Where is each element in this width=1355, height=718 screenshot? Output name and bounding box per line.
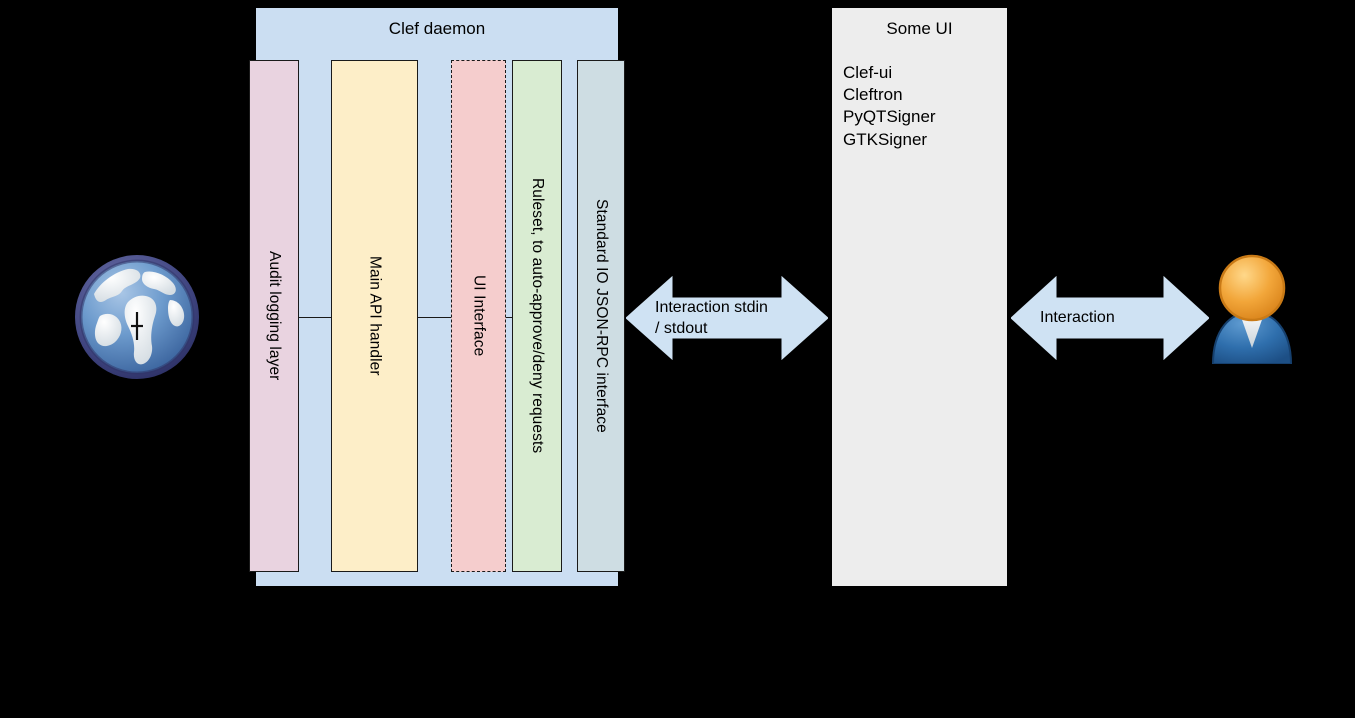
stdio-arrow bbox=[626, 276, 828, 360]
stdio-arrow-label: Interaction stdin / stdout bbox=[655, 299, 768, 337]
user-arrow-label: Interaction bbox=[1040, 309, 1115, 326]
column-main-api-handler[interactable]: Main API handler bbox=[331, 60, 418, 572]
column-label: UI Interface bbox=[470, 275, 488, 357]
connector-audit-api bbox=[298, 317, 332, 318]
column-label: Ruleset, to auto-approve/deny requests bbox=[529, 178, 546, 454]
some-ui-container bbox=[832, 8, 1007, 586]
list-item: Cleftron bbox=[843, 85, 903, 105]
user-arrow bbox=[1011, 276, 1209, 360]
list-item: PyQTSigner bbox=[843, 107, 936, 127]
column-label: Standard IO JSON-RPC interface bbox=[593, 199, 610, 433]
globe-icon bbox=[70, 250, 204, 384]
list-item: GTKSigner bbox=[843, 129, 928, 149]
column-audit-logging-layer[interactable]: Audit logging layer bbox=[249, 60, 299, 572]
user-icon bbox=[1203, 252, 1301, 364]
column-label: Main API handler bbox=[366, 256, 384, 376]
some-ui-title: Some UI bbox=[886, 19, 953, 38]
column-label: Audit logging layer bbox=[266, 251, 283, 381]
some-ui-list: Clef-ui Cleftron PyQTSigner GTKSigner bbox=[843, 62, 1003, 151]
clef-daemon-container bbox=[256, 8, 618, 586]
column-ruleset[interactable]: Ruleset, to auto-approve/deny requests bbox=[512, 60, 562, 572]
list-item: Clef-ui bbox=[843, 63, 893, 82]
clef-daemon-title: Clef daemon bbox=[388, 19, 486, 38]
column-standard-io-jsonrpc[interactable]: Standard IO JSON-RPC interface bbox=[577, 60, 625, 572]
column-ui-interface[interactable]: UI Interface bbox=[451, 60, 506, 572]
